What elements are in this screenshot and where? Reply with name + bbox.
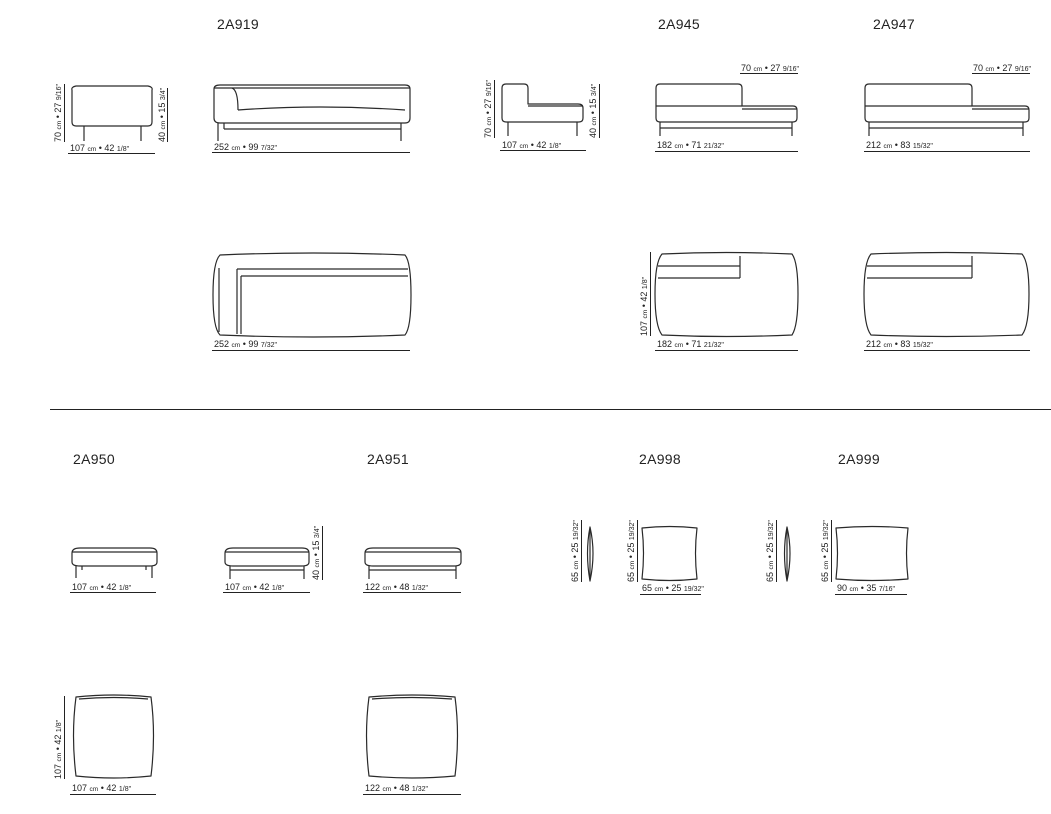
dim-width-label: 65 cm • 25 19/32" <box>642 583 704 593</box>
dim-width-label: 107 cm • 42 1/8" <box>70 143 130 153</box>
2a945-side-small-view <box>501 83 584 136</box>
dim-line <box>363 592 461 593</box>
dim-line <box>64 696 65 779</box>
dim-line <box>70 592 156 593</box>
dim-width-label: 182 cm • 71 21/32" <box>657 140 724 150</box>
dim-width-label: 182 cm • 71 21/32" <box>657 339 724 349</box>
dim-width-label: 252 cm • 99 7/32" <box>214 339 278 349</box>
2a999-cushion-front <box>835 525 909 582</box>
dim-width-label: 252 cm • 99 7/32" <box>214 142 278 152</box>
dim-width-label: 107 cm • 42 1/8" <box>72 582 132 592</box>
dim-height-label: 70 cm • 27 9/16" <box>483 80 493 138</box>
dim-line <box>864 350 1030 351</box>
dim-depth-label: 107 cm • 42 1/8" <box>53 719 63 779</box>
dim-line <box>831 520 832 582</box>
dim-height-label: 65 cm • 25 19/32" <box>820 520 830 582</box>
2a951-top-view <box>365 694 459 779</box>
dim-line <box>650 252 651 336</box>
2a919-front-view <box>213 84 411 141</box>
dim-line <box>212 350 410 351</box>
dim-height-label: 65 cm • 25 19/32" <box>626 520 636 582</box>
dim-line <box>599 84 600 138</box>
dim-line <box>223 592 310 593</box>
dim-height-label: 70 cm • 27 9/16" <box>53 84 63 142</box>
dim-line <box>640 594 701 595</box>
dim-line <box>70 794 156 795</box>
model-code-2a919: 2A919 <box>217 16 259 32</box>
dim-width-label: 212 cm • 83 15/32" <box>866 140 933 150</box>
dim-height-label: 65 cm • 25 19/32" <box>765 520 775 582</box>
dim-line <box>167 88 168 142</box>
dim-line <box>581 520 582 582</box>
dim-line <box>655 350 798 351</box>
model-code-2a945: 2A945 <box>658 16 700 32</box>
dim-line <box>363 794 461 795</box>
model-code-2a999: 2A999 <box>838 451 880 467</box>
2a998-cushion-side <box>586 526 594 582</box>
dim-height-label: 65 cm • 25 19/32" <box>570 520 580 582</box>
2a950-side-view <box>71 547 158 578</box>
dim-width-label: 122 cm • 48 1/32" <box>365 582 429 592</box>
dim-width-label: 107 cm • 42 1/8" <box>72 783 132 793</box>
section-divider <box>50 409 1051 410</box>
model-code-2a950: 2A950 <box>73 451 115 467</box>
2a945-top-view <box>654 251 799 338</box>
model-code-2a951: 2A951 <box>367 451 409 467</box>
dim-line <box>972 73 1030 74</box>
dim-seat-height-label: 40 cm • 15 3/4" <box>157 87 167 142</box>
model-code-2a947: 2A947 <box>873 16 915 32</box>
dim-width-label: 90 cm • 35 7/16" <box>837 583 895 593</box>
2a998-cushion-front <box>641 525 698 582</box>
2a919-side-view <box>71 85 153 141</box>
dim-line <box>494 80 495 138</box>
dim-depth-label: 107 cm • 42 1/8" <box>639 276 649 336</box>
2a950-side-view-2 <box>224 547 310 579</box>
dim-width-label: 107 cm • 42 1/8" <box>225 582 285 592</box>
2a951-side-view <box>364 547 462 579</box>
dim-width-label: 212 cm • 83 15/32" <box>866 339 933 349</box>
dim-line <box>864 151 1030 152</box>
dim-line <box>637 520 638 582</box>
dim-line <box>68 153 155 154</box>
2a947-top-view <box>863 251 1030 338</box>
dim-back-height-label: 70 cm • 27 9/16" <box>973 63 1031 73</box>
dim-line <box>835 594 907 595</box>
2a947-front-view <box>864 83 1030 136</box>
dim-width-label: 122 cm • 48 1/32" <box>365 783 429 793</box>
2a999-cushion-side <box>783 526 791 582</box>
dim-line <box>500 150 586 151</box>
model-code-2a998: 2A998 <box>639 451 681 467</box>
dim-line <box>740 73 798 74</box>
dim-seat-height-label: 40 cm • 15 3/4" <box>311 525 321 580</box>
dim-width-label: 107 cm • 42 1/8" <box>502 140 562 150</box>
dim-line <box>776 520 777 582</box>
dim-seat-height-label: 40 cm • 15 3/4" <box>588 83 598 138</box>
dim-line <box>212 152 410 153</box>
dim-line <box>655 151 798 152</box>
2a945-front-view <box>655 83 798 136</box>
dim-line <box>322 526 323 580</box>
2a950-top-view <box>72 694 155 779</box>
dim-back-height-label: 70 cm • 27 9/16" <box>741 63 799 73</box>
2a919-top-view <box>212 252 412 338</box>
dim-line <box>64 84 65 142</box>
